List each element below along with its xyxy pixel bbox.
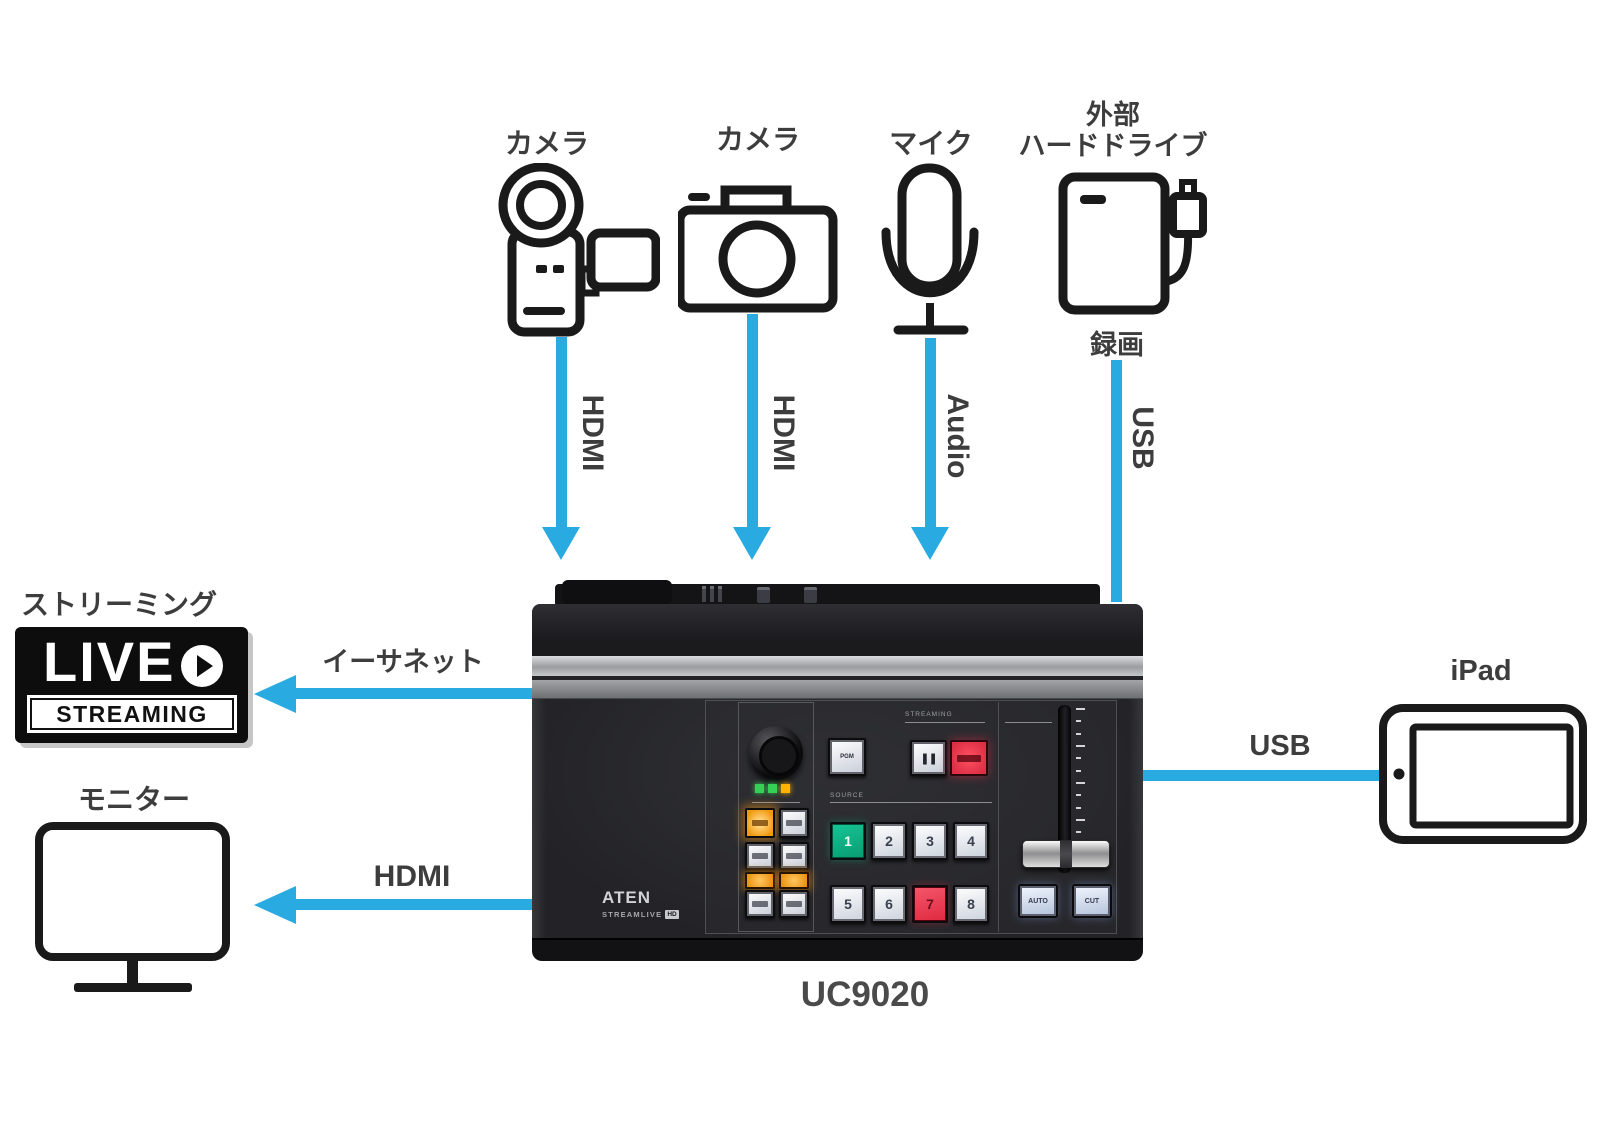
cut-key: CUT: [1072, 884, 1112, 918]
source-key-5: 5: [830, 885, 866, 923]
source-key-7: 7: [912, 885, 948, 923]
monitor-icon: [35, 822, 230, 992]
source-key-2: 2: [871, 822, 907, 860]
hd-badge: HD: [665, 910, 679, 919]
monitor-label: モニター: [77, 784, 191, 815]
cable-label-audio: Audio: [941, 393, 974, 479]
cluster-label-line: [752, 802, 800, 803]
fx-indicator-lit: [745, 872, 775, 889]
cable-label-ethernet: イーサネット: [322, 647, 484, 677]
aten-logo: ATEN: [602, 888, 652, 907]
camcorder-icon: [498, 163, 660, 337]
device-trim-line: [532, 676, 1143, 680]
streaming-logo-box: STREAMING: [27, 695, 237, 733]
fx-key: [745, 842, 775, 870]
source-key-1: 1: [830, 822, 866, 860]
cable-label-hdmi-1: HDMI: [576, 394, 609, 472]
device-model-caption: UC9020: [800, 975, 930, 1014]
streaming-logo-text: STREAMING: [30, 698, 234, 730]
t-bar-handle: [1022, 840, 1110, 868]
play-icon: [181, 645, 223, 687]
source-key-6: 6: [871, 885, 907, 923]
pgm-key: PGM: [828, 738, 866, 776]
source-key-4: 4: [953, 822, 989, 860]
hard-drive-label-line2: ハードドライブ: [1018, 131, 1208, 161]
microphone-label: マイク: [889, 128, 973, 159]
live-logo-text: LIVE: [43, 630, 176, 693]
source-key-3: 3: [912, 822, 948, 860]
ipad-icon: [1379, 704, 1587, 844]
microphone-icon: [881, 163, 979, 335]
auto-key: AUTO: [1018, 884, 1058, 918]
device-rear-strip: [555, 584, 1100, 607]
led-green-1: [755, 784, 764, 793]
fx-key-lit: [745, 808, 775, 838]
hard-drive-caption: 録画: [1090, 330, 1144, 360]
cable-label-hdmi-2: HDMI: [767, 394, 800, 472]
hard-drive-label-line1: 外部: [1086, 100, 1140, 130]
streaming-section-line: [905, 722, 985, 723]
rear-pin: [718, 586, 722, 602]
rear-pin: [710, 586, 714, 602]
fx-key: [779, 808, 809, 838]
device-gray-band: [532, 680, 1143, 698]
cable-label-hdmi-out: HDMI: [373, 860, 451, 893]
hard-drive-icon: [1058, 172, 1207, 315]
t-bar-track: [1058, 705, 1071, 873]
ipad-label: iPad: [1450, 655, 1512, 687]
fx-indicator-lit: [779, 872, 809, 889]
rear-port: [804, 587, 817, 603]
uc9020-switcher: PGM STREAMING ❚❚ SOURCE 1 2 3 4 5 6 7 8 …: [532, 580, 1143, 961]
device-silver-band: [532, 656, 1143, 676]
live-streaming-logo: LIVE STREAMING: [15, 627, 248, 743]
camera-label: カメラ: [715, 124, 801, 155]
source-section-line: [830, 802, 992, 803]
pause-key: ❚❚: [910, 740, 947, 776]
camcorder-label: カメラ: [504, 128, 590, 159]
source-key-8: 8: [953, 885, 989, 923]
cable-label-usb-top: USB: [1126, 406, 1159, 470]
panel-divider: [998, 702, 999, 932]
device-base: [532, 938, 1143, 961]
streamlive-logo: STREAMLIVE HD: [602, 910, 679, 919]
fx-key: [779, 890, 809, 918]
streamlive-text: STREAMLIVE: [602, 910, 663, 919]
streaming-label: ストリーミング: [20, 589, 218, 620]
led-amber: [781, 784, 790, 793]
rear-port: [757, 587, 770, 603]
left-control-cluster: [738, 702, 814, 932]
device-rear-bump: [562, 580, 672, 604]
cable-label-usb-right: USB: [1249, 730, 1311, 762]
streaming-section-label: STREAMING: [905, 711, 953, 718]
source-section-label: SOURCE: [830, 792, 864, 799]
device-top-band: [532, 604, 1143, 656]
led-green-2: [768, 784, 777, 793]
rear-pin: [702, 586, 706, 602]
t-bar-scale: [1076, 708, 1085, 858]
transition-section-line: [1005, 722, 1052, 723]
camera-icon: [678, 185, 838, 313]
record-key: [950, 740, 988, 776]
menu-knob: [749, 726, 803, 780]
device-right-edge: [1129, 698, 1143, 938]
device-left-edge: [532, 698, 546, 938]
fx-key: [745, 890, 775, 918]
fx-key: [779, 842, 809, 870]
